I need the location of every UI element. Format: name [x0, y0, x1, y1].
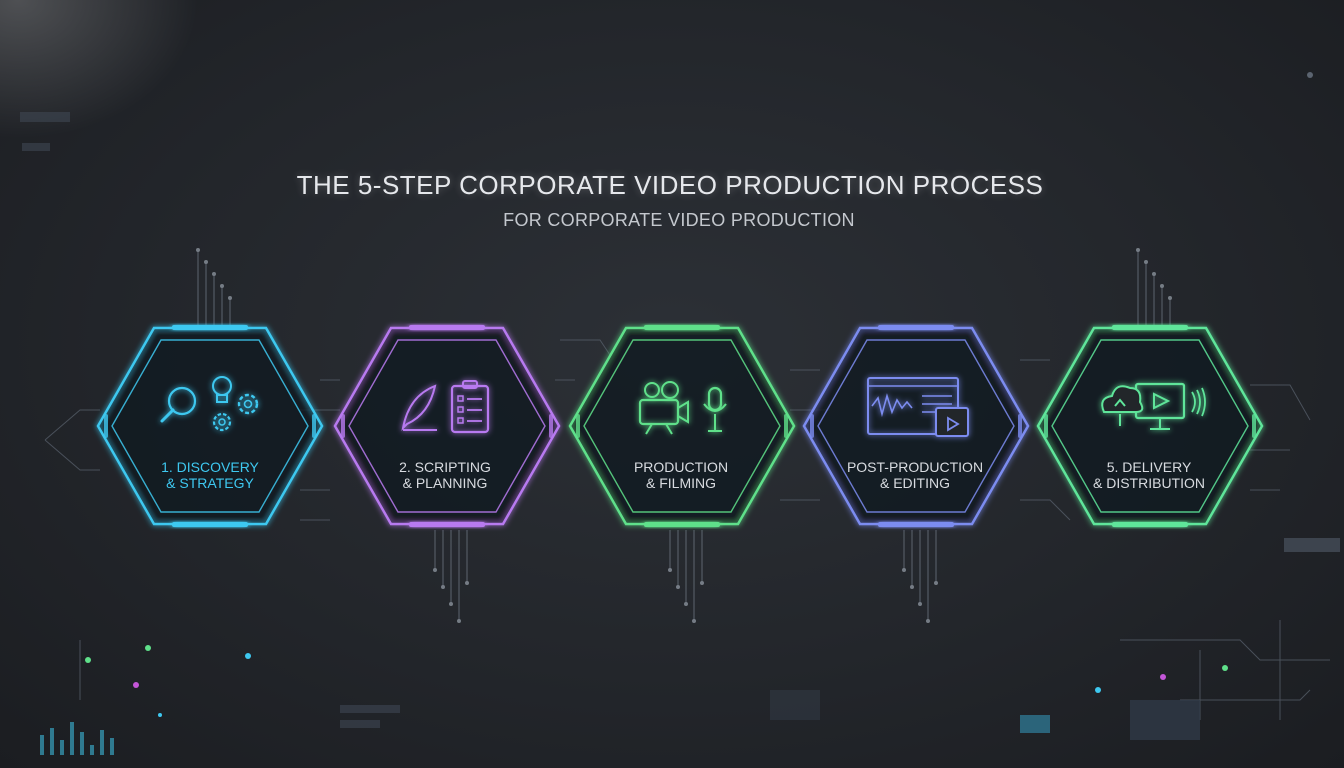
step-4-circuit-traces — [902, 530, 938, 623]
step-1-line-1: 1. DISCOVERY — [161, 459, 259, 475]
step-2-label: 2. SCRIPTING & PLANNING — [360, 459, 530, 491]
step-5-hexagon — [1036, 248, 1264, 527]
step-3-hexagon — [568, 325, 796, 623]
step-1-line-2: & STRATEGY — [166, 475, 254, 491]
step-2-line-2: & PLANNING — [402, 475, 488, 491]
step-5-line-2: & DISTRIBUTION — [1092, 475, 1205, 491]
process-steps — [96, 248, 1264, 623]
search-idea-gears-icon — [160, 376, 259, 432]
step-2-circuit-traces — [433, 530, 469, 623]
diagram-subtitle: FOR CORPORATE VIDEO PRODUCTION — [503, 210, 855, 230]
step-4-label: POST-PRODUCTION & EDITING — [830, 459, 1000, 491]
background-decor-blocks — [20, 72, 1340, 755]
step-1-hexagon — [96, 248, 324, 527]
step-4-hexagon — [802, 325, 1030, 623]
step-5-circuit-traces — [1136, 248, 1172, 326]
step-3-circuit-traces — [668, 530, 704, 623]
step-3-line-2: & FILMING — [645, 475, 716, 491]
step-1-circuit-traces — [196, 248, 232, 326]
editing-timeline-icon — [867, 377, 969, 437]
step-2-hexagon — [333, 325, 561, 623]
step-3-label: PRODUCTION & FILMING — [596, 459, 766, 491]
step-5-line-1: 5. DELIVERY — [1106, 459, 1192, 475]
step-4-line-2: & EDITING — [879, 475, 950, 491]
camera-microphone-icon — [638, 381, 727, 435]
diagram-title: THE 5-STEP CORPORATE VIDEO PRODUCTION PR… — [296, 170, 1044, 200]
step-3-line-1: PRODUCTION — [633, 459, 729, 475]
step-5-label: 5. DELIVERY & DISTRIBUTION — [1064, 459, 1234, 491]
step-2-line-1: 2. SCRIPTING — [399, 459, 491, 475]
step-4-line-1: POST-PRODUCTION — [846, 459, 984, 475]
quill-clipboard-icon — [401, 380, 490, 434]
step-1-label: 1. DISCOVERY & STRATEGY — [125, 459, 295, 491]
cloud-monitor-broadcast-icon — [1101, 382, 1206, 430]
